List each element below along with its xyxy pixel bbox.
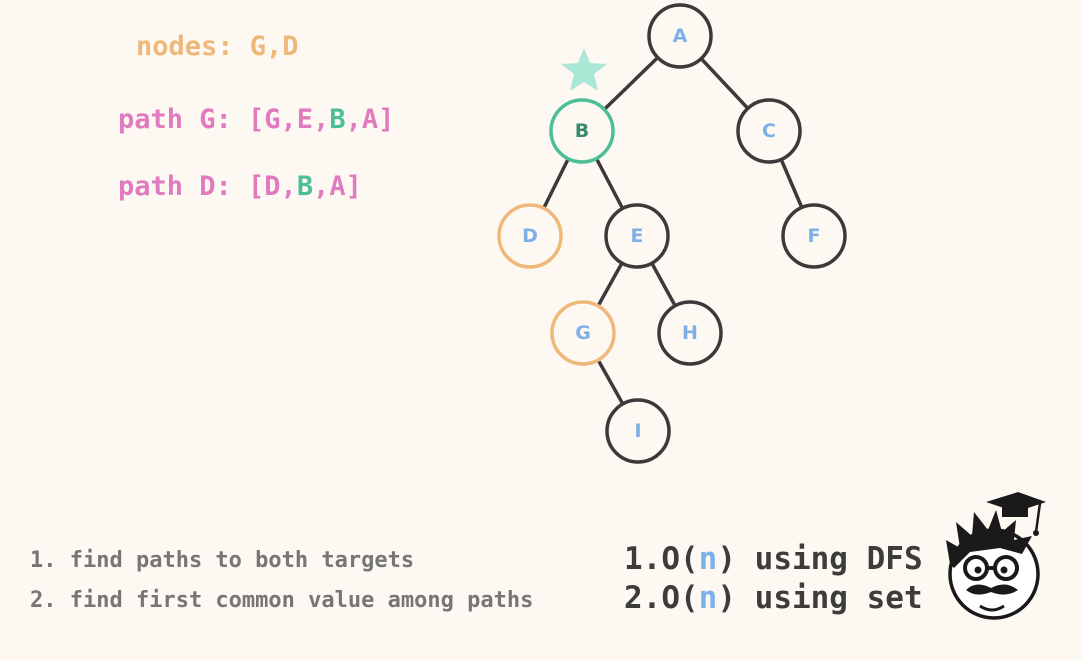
tree-node-circle: [657, 300, 723, 366]
path-g-suffix: ,A]: [345, 104, 395, 135]
step-2: 2. find first common value among paths: [30, 588, 534, 613]
tree-node-f: F: [781, 203, 847, 269]
professor-avatar-icon: [946, 492, 1046, 620]
complexity-2-var: n: [698, 580, 718, 616]
tree-node-label: H: [682, 322, 698, 344]
tree-node-label: A: [673, 25, 688, 47]
tree-node-circle: [604, 203, 670, 269]
tree-node-i: I: [605, 398, 671, 464]
tree-node-a: A: [647, 3, 713, 69]
tree-node-circle: [647, 3, 713, 69]
tree-node-g: G: [550, 300, 616, 366]
tree-node-label: B: [575, 120, 589, 142]
tree-node-circle: [781, 203, 847, 269]
tree-node-label: F: [808, 225, 821, 247]
tree-edges: [528, 34, 816, 432]
complexity-1-var: n: [698, 541, 718, 577]
tree-nodes: A B C D E F G H I: [497, 3, 847, 464]
tree-node-circle: [550, 300, 616, 366]
tree-node-circle: [549, 98, 615, 164]
tree-node-label: I: [634, 420, 641, 442]
tree-node-circle: [497, 203, 563, 269]
tree-node-b: B: [549, 98, 615, 164]
path-d-suffix: ,A]: [313, 171, 362, 202]
path-d-line: path D: [D,B,A]: [118, 171, 362, 202]
complexity-2-prefix: 2.O(: [624, 580, 699, 616]
tree-node-e: E: [604, 203, 670, 269]
path-d-common: B: [296, 171, 314, 202]
path-d-prefix: path D: [D,: [118, 171, 297, 202]
complexity-1: 1.O(n) using DFS: [624, 541, 923, 577]
tree-node-label: G: [575, 322, 591, 344]
tree-node-label: E: [631, 225, 644, 247]
nodes-prefix: nodes:: [136, 31, 250, 62]
tree-node-c: C: [736, 98, 802, 164]
path-g-line: path G: [G,E,B,A]: [118, 104, 394, 135]
star-icon: [561, 48, 607, 91]
step-1: 1. find paths to both targets: [30, 548, 415, 573]
nodes-targets: G,D: [249, 31, 299, 62]
nodes-line: nodes: G,D: [136, 31, 299, 62]
path-g-common: B: [329, 104, 346, 135]
path-g-prefix: path G: [G,E,: [118, 104, 330, 135]
complexity-1-prefix: 1.O(: [624, 541, 699, 577]
complexity-2-suffix: ) using set: [717, 580, 923, 616]
tree-node-h: H: [657, 300, 723, 366]
tree-node-label: C: [762, 120, 776, 142]
tree-node-d: D: [497, 203, 563, 269]
tree-node-circle: [605, 398, 671, 464]
complexity-1-suffix: ) using DFS: [717, 541, 923, 577]
tree-node-circle: [736, 98, 802, 164]
complexity-2: 2.O(n) using set: [624, 580, 923, 616]
tree-node-label: D: [522, 225, 538, 247]
